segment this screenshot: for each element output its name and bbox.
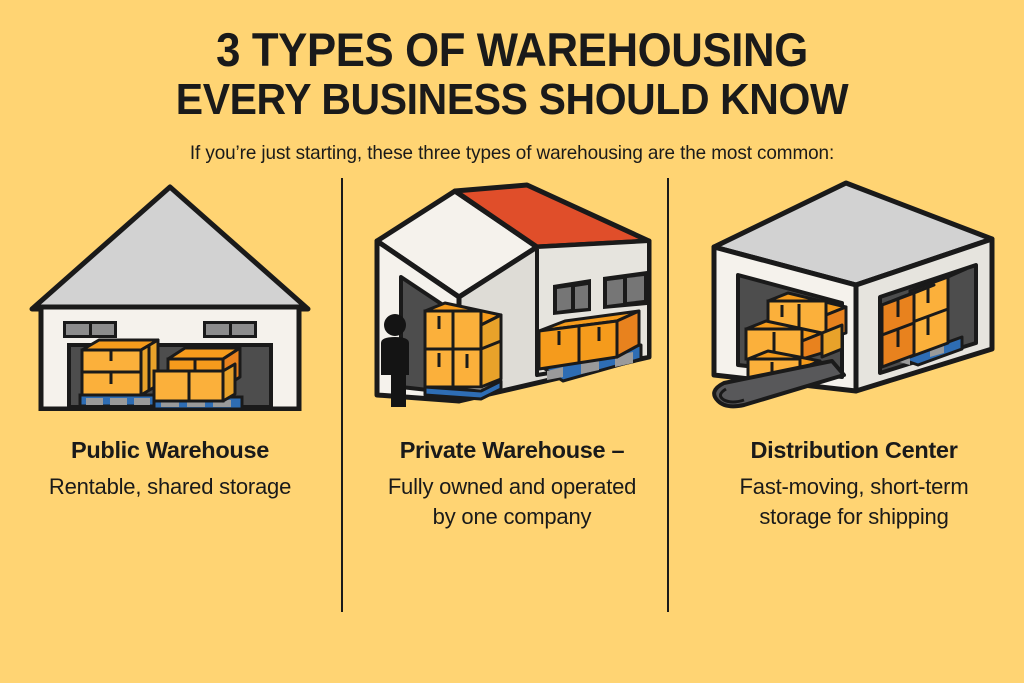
header: 3 TYPES OF WAREHOUSING EVERY BUSINESS SH… <box>0 0 1024 165</box>
column-description: Rentable, shared storage <box>48 474 292 499</box>
subtitle: If you’re just starting, these three typ… <box>189 141 835 164</box>
column-heading: Distribution Center <box>750 436 958 463</box>
column-public-warehouse: Public Warehouse Rentable, shared storag… <box>10 165 330 502</box>
column-description: Fast-moving, short-term storage for ship… <box>739 474 969 529</box>
columns-container: Public Warehouse Rentable, shared storag… <box>0 165 1024 683</box>
column-divider-2 <box>667 177 669 612</box>
person-silhouette-icon <box>381 313 409 407</box>
column-private-warehouse: Private Warehouse – Fully owned and oper… <box>352 165 672 532</box>
warehouse-red-roof-isometric-icon <box>362 175 662 411</box>
page-title-line-2: EVERY BUSINESS SHOULD KNOW <box>175 75 849 125</box>
column-heading: Public Warehouse <box>70 436 270 463</box>
page-title-line-1: 3 TYPES OF WAREHOUSING <box>216 23 808 76</box>
warehouse-gable-front-icon <box>20 175 320 411</box>
column-description: Fully owned and operated by one company <box>387 474 637 529</box>
warehouse-conveyor-isometric-icon <box>704 175 1004 411</box>
column-divider-1 <box>341 177 343 612</box>
column-distribution-center: Distribution Center Fast-moving, short-t… <box>694 165 1014 532</box>
column-heading: Private Warehouse – <box>399 436 625 463</box>
